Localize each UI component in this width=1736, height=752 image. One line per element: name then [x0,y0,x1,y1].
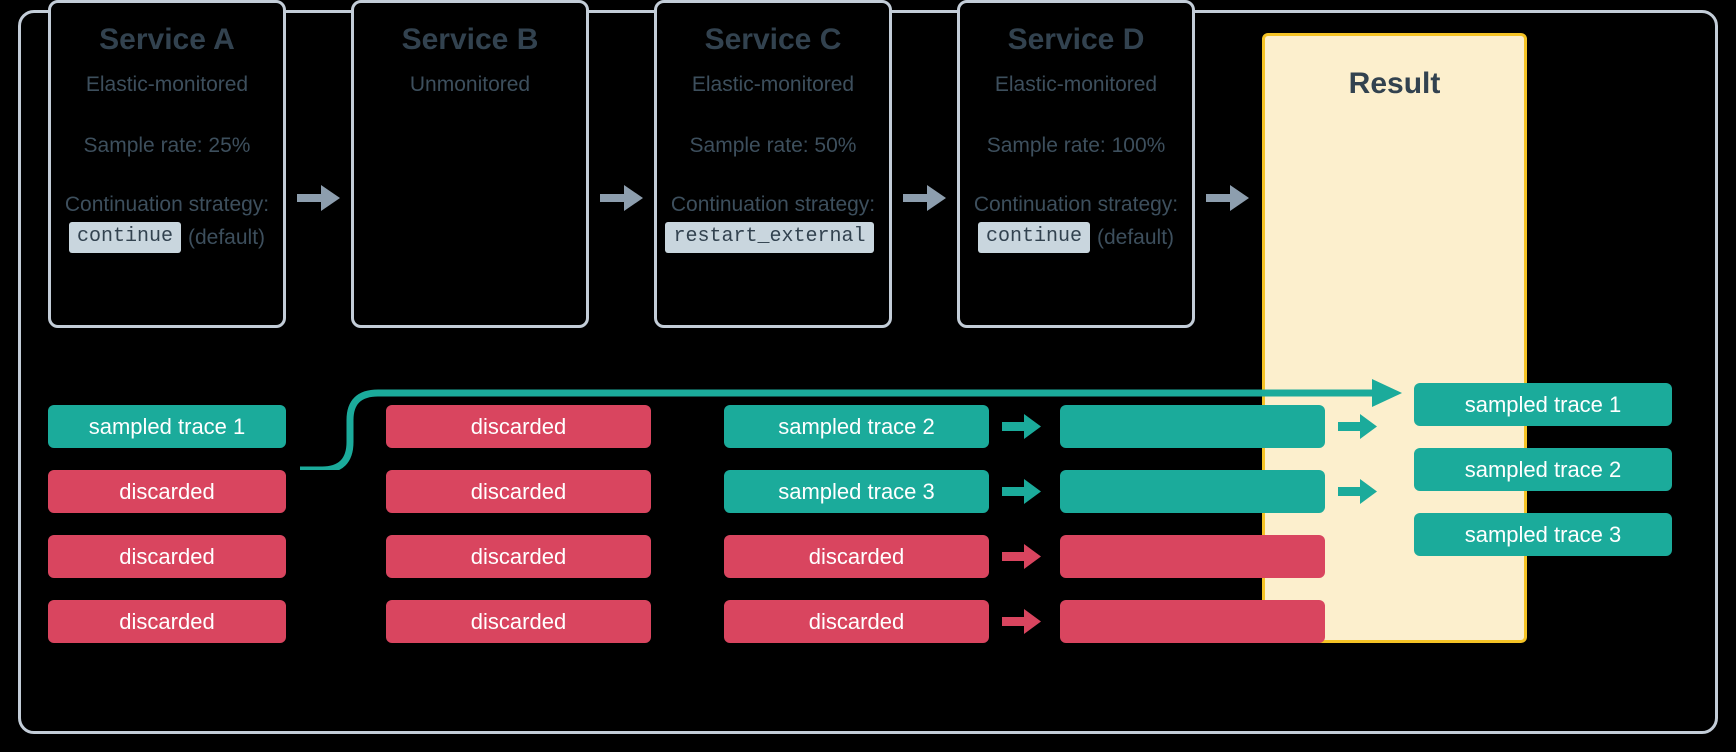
result-title: Result [1348,67,1441,100]
bar-a-1-label: discarded [119,478,215,504]
service-c-title: Service C [704,23,842,56]
bar-b-3-label: discarded [470,608,567,634]
bar-a-1: discarded [48,470,286,513]
bar-c-0: sampled trace 2 [724,405,989,448]
service-a-title: Service A [99,23,235,56]
service-d-continuation-label: Continuation strategy: [973,193,1179,217]
bar-c-1: sampled trace 3 [724,470,989,513]
bar-b-2-label: discarded [470,543,567,569]
bar-b-0: discarded [386,405,651,448]
service-a-strategy-note: (default) [187,226,266,250]
service-d-sample-rate: Sample rate: 100% [986,133,1166,157]
service-a-strategy-value: continue [68,222,181,254]
service-card-c: Service C Elastic-monitored Sample rate:… [654,0,892,328]
service-card-a: Service A Elastic-monitored Sample rate:… [48,0,286,328]
arrow-a-to-b-icon [297,183,341,213]
service-b-monitoring: Unmonitored [409,72,531,96]
bar-c-2-label: discarded [808,543,905,569]
result-bar-0-label: sampled trace 1 [1464,391,1622,417]
arrow-d-to-result-icon [1206,183,1250,213]
bar-c-3: discarded [724,600,989,643]
bar-a-3: discarded [48,600,286,643]
bar-c-1-label: sampled trace 3 [778,478,935,504]
arrow-b-to-c-icon [600,183,644,213]
bar-c-3-label: discarded [808,608,905,634]
bar-c-0-label: sampled trace 2 [778,413,935,439]
arrow-c0-to-d0-icon [1002,413,1042,440]
bar-d-1 [1060,470,1325,513]
service-a-sample-rate: Sample rate: 25% [83,133,251,157]
arrow-d1-to-result2-icon [1338,478,1378,505]
bar-b-2: discarded [386,535,651,578]
bar-b-1-label: discarded [470,478,567,504]
result-bar-1: sampled trace 2 [1414,448,1672,491]
service-a-continuation-label: Continuation strategy: [64,193,270,217]
bar-a-2-label: discarded [119,543,215,569]
service-c-continuation-label: Continuation strategy: [670,193,876,217]
bar-b-1: discarded [386,470,651,513]
bar-a-2: discarded [48,535,286,578]
arrow-c1-to-d1-icon [1002,478,1042,505]
bar-a-3-label: discarded [119,608,215,634]
arrow-c-to-d-icon [903,183,947,213]
result-bar-2-label: sampled trace 3 [1464,521,1622,547]
service-c-strategy-value: restart_external [665,222,874,254]
service-a-monitoring: Elastic-monitored [85,72,249,96]
arrow-c3-to-d3-icon [1002,608,1042,635]
service-d-strategy-value: continue [977,222,1090,254]
service-card-b: Service B Unmonitored [351,0,589,328]
service-card-d: Service D Elastic-monitored Sample rate:… [957,0,1195,328]
arrow-c2-to-d2-icon [1002,543,1042,570]
service-c-strategy-line: restart_external [657,222,889,254]
bar-d-2 [1060,535,1325,578]
service-c-sample-rate: Sample rate: 50% [689,133,857,157]
bar-b-3: discarded [386,600,651,643]
arrow-d0-to-result1-icon [1338,413,1378,440]
bar-d-3 [1060,600,1325,643]
bar-a-0-label: sampled trace 1 [88,413,246,439]
service-c-monitoring: Elastic-monitored [691,72,855,96]
service-a-strategy-line: continue (default) [51,222,283,254]
bar-b-0-label: discarded [470,413,567,439]
result-bar-1-label: sampled trace 2 [1464,456,1622,482]
result-bar-2: sampled trace 3 [1414,513,1672,556]
service-d-monitoring: Elastic-monitored [994,72,1158,96]
service-d-title: Service D [1007,23,1145,56]
bar-a-0: sampled trace 1 [48,405,286,448]
result-bar-0: sampled trace 1 [1414,383,1672,426]
service-d-strategy-line: continue (default) [960,222,1192,254]
bar-d-0 [1060,405,1325,448]
service-d-strategy-note: (default) [1096,226,1175,250]
service-b-title: Service B [401,23,539,56]
connector-trace1-to-result [300,340,1410,475]
bar-c-2: discarded [724,535,989,578]
